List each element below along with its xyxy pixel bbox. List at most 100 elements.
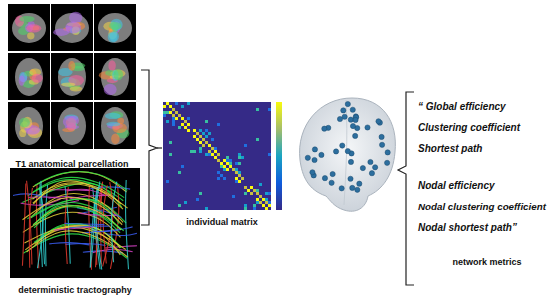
parcel [68, 61, 75, 71]
matrix-cell [205, 135, 208, 138]
matrix-cell [235, 180, 238, 183]
parcel [19, 76, 25, 86]
parcel [61, 82, 75, 86]
matrix-cell [250, 186, 253, 189]
matrix-cell [241, 156, 244, 159]
network-node [312, 157, 317, 162]
fibre [33, 205, 124, 231]
network-node [312, 147, 317, 152]
brain-slice [12, 13, 46, 43]
matrix-cell [178, 114, 181, 117]
matrix-cell [244, 192, 247, 195]
merge-bracket [141, 70, 157, 225]
matrix-cell [226, 168, 229, 171]
matrix-cell [217, 123, 220, 126]
matrix-cell [172, 117, 175, 120]
mri-slice [94, 102, 136, 149]
matrix-cell [199, 141, 202, 144]
matrix-cell [238, 174, 241, 177]
image-panel: deterministic tractography [7, 166, 143, 296]
matrix-cell [172, 108, 175, 111]
parcel [109, 22, 122, 30]
matrix-cell [205, 207, 208, 210]
matrix-cell [175, 117, 178, 120]
matrix-cell [250, 192, 253, 195]
mri-slice [8, 53, 50, 100]
image-panel: individual matrix [158, 98, 286, 228]
network-node [379, 134, 384, 139]
network-node [305, 155, 310, 160]
network-node [322, 126, 327, 131]
network-node [322, 176, 327, 181]
matrix-cell [226, 156, 229, 159]
panel-caption: deterministic tractography [18, 285, 132, 296]
matrix-cell [265, 198, 268, 201]
brain-slice [98, 13, 132, 43]
matrix-cell [211, 138, 214, 141]
mri-slice [94, 53, 136, 100]
network-node [348, 159, 353, 164]
matrix-cell [181, 165, 184, 168]
matrix-cell [223, 177, 226, 180]
network-node [355, 187, 360, 192]
brain-slice [58, 107, 86, 145]
matrix-cell [253, 204, 256, 207]
mri-slice [51, 53, 93, 100]
matrix-cell [265, 192, 268, 195]
brain-slice [101, 107, 129, 145]
parcel [19, 129, 26, 137]
network-node [373, 165, 378, 170]
tractography-image [10, 168, 140, 278]
mri-slices [8, 4, 136, 149]
network-node [333, 149, 338, 154]
network-node [385, 160, 390, 165]
matrix-cell [244, 204, 247, 207]
matrix-cell [223, 165, 226, 168]
glass-brain [300, 98, 396, 211]
matrix-cell [223, 168, 226, 171]
fibre [64, 223, 104, 224]
matrix-cell [181, 123, 184, 126]
matrix-cell [187, 102, 190, 105]
matrix-cell [235, 162, 238, 165]
matrix-cell [193, 135, 196, 138]
matrix-cell [169, 141, 172, 144]
fibre [33, 184, 128, 208]
panel-caption: individual matrix [186, 217, 258, 228]
matrix-cell [241, 177, 244, 180]
metric-name: Shortest path [418, 143, 482, 155]
brain-slice [58, 58, 86, 96]
matrix-cell [193, 150, 196, 153]
matrix-cell [199, 129, 202, 132]
matrix-cell [193, 129, 196, 132]
matrix-cell [163, 111, 166, 114]
network-node [337, 116, 342, 121]
network-node [350, 185, 355, 190]
slice-ground [8, 4, 50, 51]
matrix-cell [178, 126, 181, 129]
slice-ground [94, 102, 136, 149]
matrix-cell [190, 150, 193, 153]
matrix-cell [208, 153, 211, 156]
matrix-cell [256, 189, 259, 192]
matrix-cell [163, 114, 166, 117]
matrix-cell [196, 132, 199, 135]
parcel [105, 113, 121, 119]
matrix-cell [256, 192, 259, 195]
matrix-cell [208, 132, 211, 135]
matrix-cell [226, 159, 229, 162]
image-panel: T1 anatomical parcellation [5, 4, 139, 170]
matrix-cell [238, 156, 241, 159]
mri-slice [8, 4, 50, 51]
slice-ground [94, 4, 136, 51]
parcel [19, 118, 30, 128]
brain-slice [15, 107, 43, 145]
matrix-cell [262, 198, 265, 201]
metric-name: Nodal clustering coefficient [418, 201, 546, 213]
matrix-cell [169, 153, 172, 156]
matrix-cell [268, 108, 271, 111]
matrix-cell [208, 150, 211, 153]
matrix-cell [199, 150, 202, 153]
network-node [350, 107, 355, 112]
panel-caption: T1 anatomical parcellation [15, 159, 128, 170]
